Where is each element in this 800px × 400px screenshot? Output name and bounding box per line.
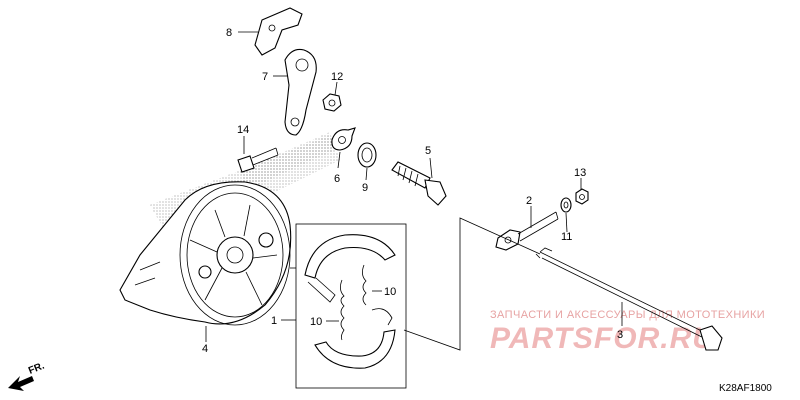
callout-2: 2 — [526, 195, 532, 207]
watermark: ЗАПЧАСТИ И АКСЕССУАРЫ ДЛЯ МОТОТЕХНИКИ PA… — [490, 309, 765, 355]
callout-1: 1 — [271, 315, 277, 327]
callout-11: 11 — [561, 231, 572, 243]
axle-3 — [535, 247, 723, 351]
brake-shoe-group — [295, 223, 407, 389]
callout-leaders — [205, 31, 623, 342]
callout-5: 5 — [425, 145, 431, 157]
callout-12: 12 — [331, 71, 343, 83]
callout-8: 8 — [226, 27, 232, 39]
assembly-lines — [290, 217, 541, 351]
callout-3: 3 — [617, 329, 623, 341]
watermark-caption: ЗАПЧАСТИ И АКСЕССУАРЫ ДЛЯ МОТОТЕХНИКИ — [490, 309, 765, 321]
front-direction-arrow: FR. — [8, 360, 46, 391]
front-label: FR. — [27, 360, 46, 376]
brake-panel — [119, 181, 292, 326]
stopper-bolt-2 — [495, 211, 559, 251]
brake-arm — [284, 48, 317, 136]
callout-10-right: 10 — [384, 286, 396, 298]
callout-14: 14 — [237, 124, 249, 136]
washer-11 — [560, 197, 572, 213]
brake-cam-5 — [391, 161, 447, 206]
lever-cover — [254, 7, 303, 56]
callout-4: 4 — [202, 343, 208, 355]
drawing-code: K28AF1800 — [719, 383, 772, 394]
callout-7: 7 — [262, 71, 268, 83]
nut-12 — [322, 93, 342, 112]
callout-13: 13 — [574, 167, 586, 179]
callout-6: 6 — [334, 173, 340, 185]
bolt-14 — [237, 147, 279, 173]
wear-indicator-6 — [331, 127, 356, 151]
nut-13 — [575, 188, 589, 205]
seal-9 — [357, 142, 377, 168]
callout-9: 9 — [362, 182, 368, 194]
callout-10-left: 10 — [310, 316, 322, 328]
callouts: 8 7 12 14 6 9 5 13 2 11 4 1 10 10 3 — [202, 27, 623, 355]
watermark-brand: PARTSFOR.RU — [490, 322, 715, 355]
